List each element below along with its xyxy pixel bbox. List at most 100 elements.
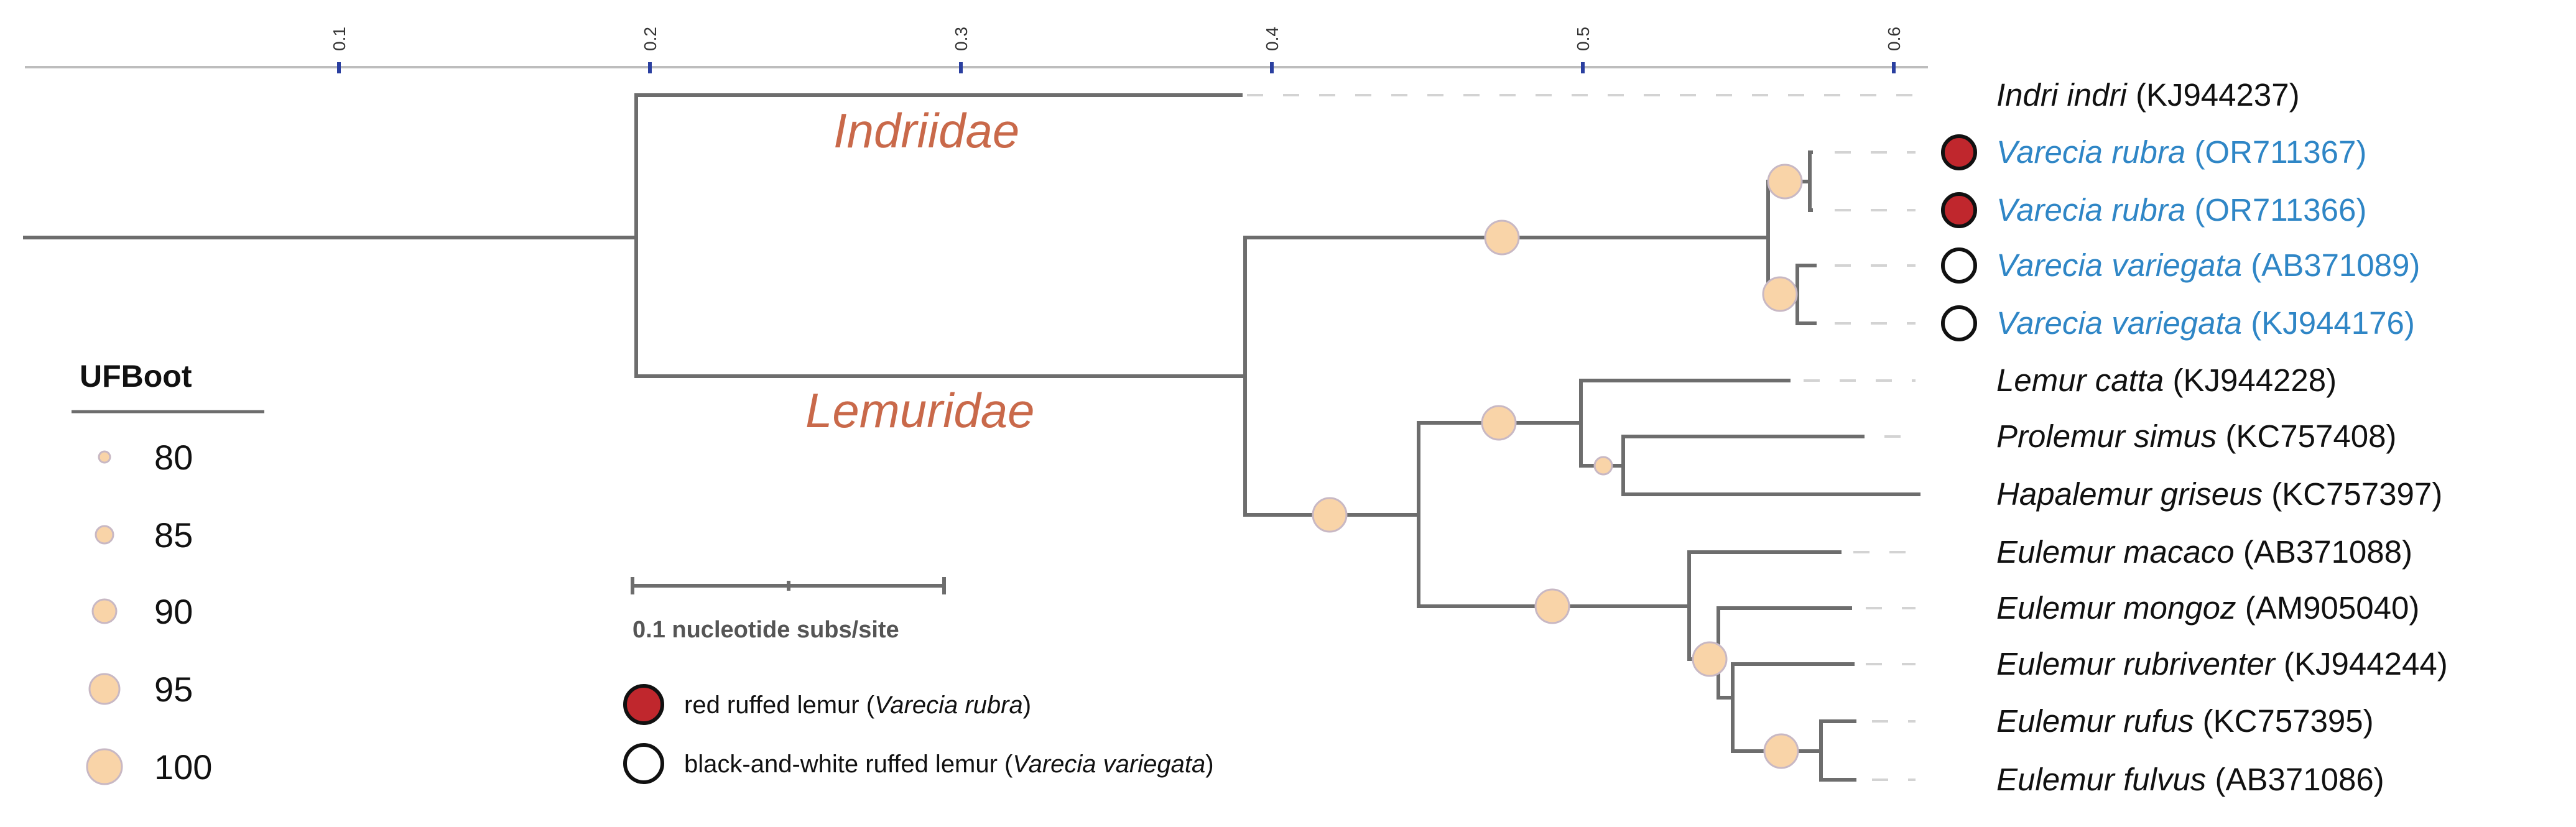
family-label-indriidae: Indriidae xyxy=(833,103,1019,158)
bootstrap-node xyxy=(1534,588,1570,624)
scale-bar-label: 0.1 nucleotide subs/site xyxy=(632,617,899,643)
tip-species: Indri indri xyxy=(1996,77,2128,113)
tip-accession: (AB371089) xyxy=(2251,247,2420,283)
tip-species: Hapalemur griseus xyxy=(1996,476,2263,512)
axis-tick-label: 0.4 xyxy=(1263,27,1282,51)
key-text: ) xyxy=(1205,751,1213,778)
tip-species: Prolemur simus xyxy=(1996,418,2217,454)
ufboot-legend: UFBoot 80 85 90 95 100 xyxy=(72,359,264,787)
key-label-black-white-ruffed: black-and-white ruffed lemur (Varecia va… xyxy=(684,751,1214,778)
key-label-red-ruffed: red ruffed lemur (Varecia rubra) xyxy=(684,691,1031,719)
filled-circle-icon xyxy=(623,684,664,725)
leader-lines xyxy=(1247,94,1916,781)
tip-label: Varecia rubra (OR711367) xyxy=(1996,134,2366,170)
tip-label: Eulemur rufus (KC757395) xyxy=(1996,703,2374,739)
tip-species: Varecia rubra xyxy=(1996,192,2185,228)
bootstrap-node xyxy=(1593,456,1613,476)
tip-label: Hapalemur griseus (KC757397) xyxy=(1996,476,2442,512)
legend-circle-icon xyxy=(88,673,121,705)
tip-accession: (KJ944244) xyxy=(2284,646,2448,681)
open-circle-icon xyxy=(1941,247,1977,284)
key-species: Varecia rubra xyxy=(874,691,1023,719)
legend-title: UFBoot xyxy=(80,359,192,394)
tip-accession: (AB371088) xyxy=(2243,534,2412,570)
bootstrap-node xyxy=(1692,641,1728,677)
tip-species: Varecia variegata xyxy=(1996,305,2242,341)
tip-accession: (AM905040) xyxy=(2245,590,2420,626)
open-circle-icon xyxy=(1941,305,1977,341)
tip-label: Eulemur macaco (AB371088) xyxy=(1996,534,2412,570)
open-circle-icon xyxy=(623,743,664,784)
tip-accession xyxy=(2263,476,2271,512)
tip-accession: (AB371086) xyxy=(2215,762,2384,797)
tip-accession: (KJ944228) xyxy=(2172,363,2337,398)
tip-accession: (KJ944237) xyxy=(2136,77,2300,113)
tip-accession: (OR711367) xyxy=(2194,134,2366,170)
legend-value: 85 xyxy=(154,515,193,555)
family-label-lemuridae: Lemuridae xyxy=(805,383,1035,438)
tip-accession xyxy=(2242,305,2251,341)
tip-accession: (KJ944176) xyxy=(2251,305,2415,341)
tip-species: Varecia variegata xyxy=(1996,247,2242,283)
filled-circle-icon xyxy=(1941,134,1977,170)
tip-species: Eulemur rufus xyxy=(1996,703,2194,739)
tip-accession xyxy=(2242,247,2251,283)
tip-accession: (KC757408) xyxy=(2225,418,2396,454)
bootstrap-node xyxy=(1762,276,1798,312)
bootstrap-node xyxy=(1763,733,1799,769)
legend-circle-icon xyxy=(91,598,118,624)
tip-species: Eulemur rubriventer xyxy=(1996,646,2276,681)
legend-value: 90 xyxy=(154,592,193,631)
tip-accession xyxy=(2235,534,2243,570)
scale-bar xyxy=(631,577,946,594)
legend-value: 95 xyxy=(154,670,193,709)
tip-label: Lemur catta (KJ944228) xyxy=(1996,363,2337,398)
tip-species: Eulemur mongoz xyxy=(1996,590,2236,626)
tip-label: Eulemur fulvus (AB371086) xyxy=(1996,762,2384,797)
legend-circle-icon xyxy=(95,525,114,545)
tip-species: Eulemur macaco xyxy=(1996,534,2235,570)
tip-accession xyxy=(2275,646,2284,681)
tip-label: Indri indri (KJ944237) xyxy=(1996,77,2300,113)
tip-label: Varecia variegata (KJ944176) xyxy=(1996,305,2415,341)
bootstrap-node xyxy=(1484,219,1520,256)
legend-circle-icon xyxy=(98,450,111,464)
tip-accession xyxy=(2217,418,2225,454)
axis-tick-label: 0.1 xyxy=(330,27,349,51)
legend-value: 100 xyxy=(154,747,212,787)
tip-accession xyxy=(2185,134,2194,170)
axis-tick-label: 0.5 xyxy=(1573,27,1593,51)
bootstrap-node xyxy=(1481,405,1517,441)
tip-markers xyxy=(1941,134,1977,341)
key-text: red ruffed lemur ( xyxy=(684,691,875,719)
marker-key: red ruffed lemur (Varecia rubra) black-a… xyxy=(623,684,1214,784)
bootstrap-nodes xyxy=(1312,164,1803,769)
axis-tick-label: 0.3 xyxy=(952,27,971,51)
tip-accession: (KC757395) xyxy=(2203,703,2374,739)
tip-label: Varecia variegata (AB371089) xyxy=(1996,247,2420,283)
tip-accession xyxy=(2185,192,2194,228)
legend-circle-icon xyxy=(86,748,123,785)
tip-accession xyxy=(2206,762,2215,797)
tip-accession xyxy=(2127,77,2136,113)
bootstrap-node xyxy=(1767,164,1803,200)
tip-accession xyxy=(2164,363,2172,398)
key-species: Varecia variegata xyxy=(1012,751,1205,778)
bootstrap-node xyxy=(1312,497,1348,533)
tip-accession: (KC757397) xyxy=(2271,476,2442,512)
filled-circle-icon xyxy=(1941,192,1977,228)
legend-value: 80 xyxy=(154,438,193,477)
tip-accession xyxy=(2194,703,2202,739)
axis-tick-label: 0.6 xyxy=(1884,27,1904,51)
tip-species: Lemur catta xyxy=(1996,363,2164,398)
key-text: black-and-white ruffed lemur ( xyxy=(684,751,1013,778)
tip-accession xyxy=(2236,590,2245,626)
tip-species: Varecia rubra xyxy=(1996,134,2185,170)
tip-labels: Indri indri (KJ944237) Varecia rubra (OR… xyxy=(1996,77,2448,797)
tip-label: Varecia rubra (OR711366) xyxy=(1996,192,2366,228)
tip-label: Prolemur simus (KC757408) xyxy=(1996,418,2396,454)
key-text: ) xyxy=(1023,691,1031,719)
